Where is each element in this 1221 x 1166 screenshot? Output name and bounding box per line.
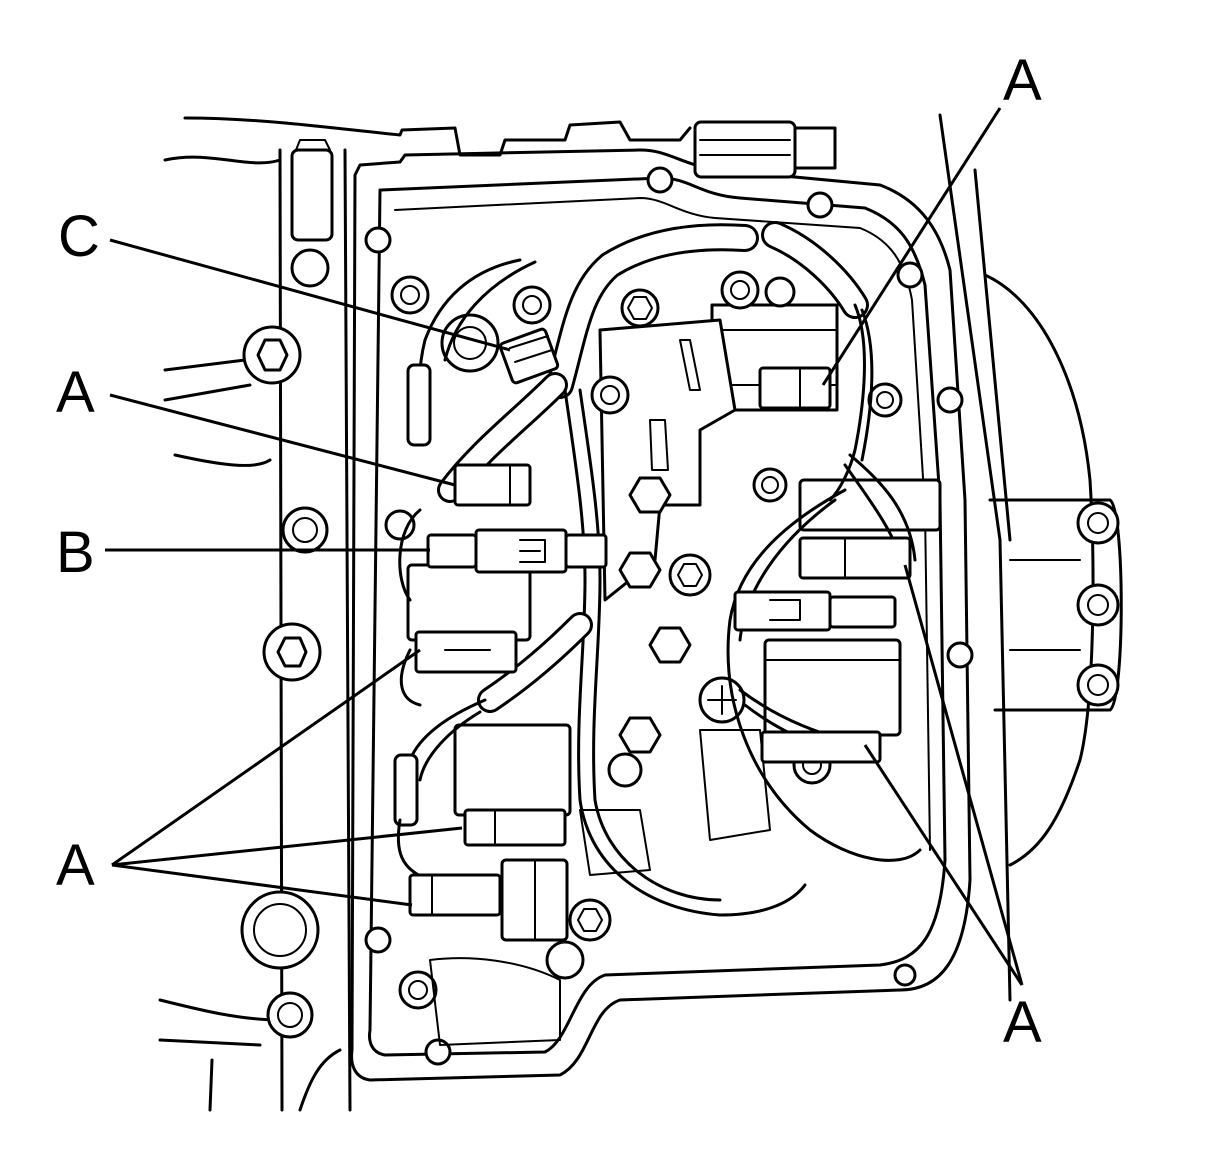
solenoid-lower-middle bbox=[453, 723, 572, 817]
top-connector-block bbox=[693, 120, 837, 179]
case-bolts-left bbox=[240, 139, 334, 1039]
case-right-flange bbox=[938, 113, 1123, 1002]
lower-plate-detail bbox=[429, 729, 771, 1046]
callout-a-bottom-right: A bbox=[1003, 990, 1042, 1055]
leader-lines bbox=[105, 107, 1024, 986]
connector-c bbox=[498, 327, 560, 385]
solenoid-left-middle bbox=[406, 563, 532, 642]
connector-a-upper-right bbox=[758, 366, 832, 410]
callout-b: B bbox=[56, 520, 95, 585]
connector-a-lower-left bbox=[408, 873, 502, 917]
connector-a-upper-left bbox=[453, 463, 532, 507]
solenoid-lower-right bbox=[763, 638, 902, 737]
callout-a-upper-left: A bbox=[56, 360, 95, 425]
connector-a-left-middle bbox=[414, 630, 518, 674]
connector-a-lower-middle bbox=[463, 808, 567, 847]
connector-a-bottom-right bbox=[760, 730, 882, 764]
center-bracket bbox=[598, 318, 737, 754]
callout-c: C bbox=[58, 204, 100, 269]
connector-a-right-middle bbox=[798, 536, 912, 580]
plate-bolt-holes bbox=[364, 166, 974, 1066]
callout-a-lower-left: A bbox=[56, 833, 95, 898]
connector-a-right-lower bbox=[733, 590, 897, 632]
callout-a-top-right: A bbox=[1003, 48, 1042, 113]
connector-b bbox=[426, 528, 608, 574]
callout-labels: A C A B A A bbox=[56, 48, 1042, 1055]
